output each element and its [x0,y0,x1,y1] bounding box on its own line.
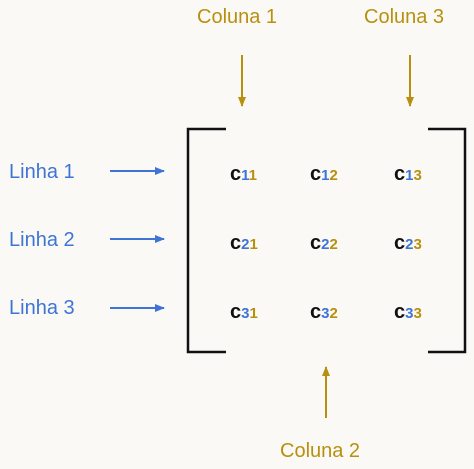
entry-letter: c [230,163,242,185]
entry-column-index: 2 [329,236,338,253]
column-2-label: Coluna 2 [280,440,361,462]
column-1-label: Coluna 1 [197,6,278,28]
entry-column-index: 1 [248,167,257,184]
right-bracket [428,127,467,354]
matrix-entry-c31: c31 [230,302,258,322]
matrix-entry-c33: c33 [394,302,422,322]
entry-column-index: 1 [249,305,258,322]
row-2-label: Linha 2 [9,229,75,251]
entry-row-index: 3 [321,305,330,322]
entry-row-index: 3 [241,305,250,322]
left-bracket [186,127,226,354]
matrix-entry-c21: c21 [230,233,258,253]
row-1-label: Linha 1 [9,161,75,183]
matrix-entry-c12: c12 [310,164,338,184]
entry-letter: c [310,301,322,323]
entry-row-index: 2 [241,236,250,253]
entry-row-index: 1 [321,167,330,184]
entry-row-index: 1 [241,167,249,184]
column-3-label: Coluna 3 [364,6,445,28]
entry-column-index: 1 [249,236,258,253]
entry-row-index: 1 [405,167,414,184]
entry-column-index: 2 [329,167,338,184]
entry-column-index: 3 [413,167,422,184]
entry-letter: c [394,301,406,323]
matrix-entry-c13: c13 [394,164,422,184]
entry-letter: c [310,232,322,254]
entry-letter: c [394,163,406,185]
entry-letter: c [230,301,242,323]
matrix-entry-c32: c32 [310,302,338,322]
row-3-label: Linha 3 [9,297,75,319]
entry-letter: c [230,232,242,254]
matrix-entry-c23: c23 [394,233,422,253]
entry-letter: c [394,232,406,254]
entry-row-index: 2 [405,236,414,253]
entry-column-index: 3 [413,305,422,322]
entry-column-index: 2 [329,305,338,322]
entry-letter: c [310,163,322,185]
matrix-entry-c11: c11 [230,164,257,184]
entry-row-index: 3 [405,305,414,322]
entry-column-index: 3 [413,236,422,253]
entry-row-index: 2 [321,236,330,253]
matrix-entry-c22: c22 [310,233,338,253]
